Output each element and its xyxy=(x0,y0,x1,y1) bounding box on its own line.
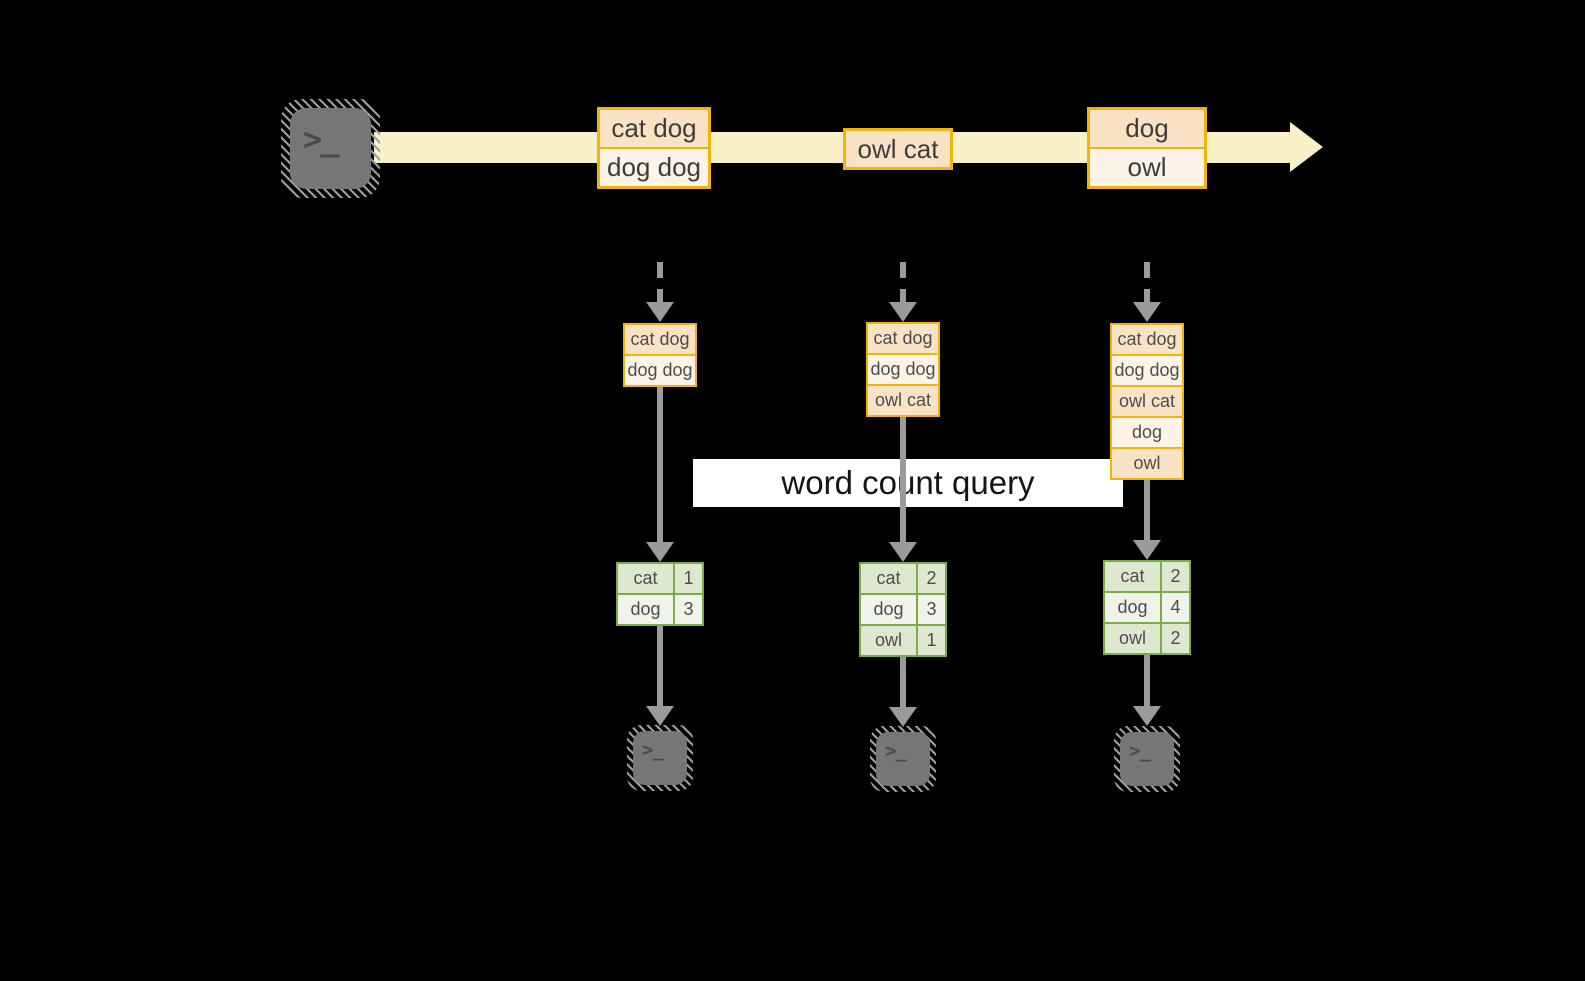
arrowhead-icon xyxy=(889,707,917,727)
table-row: dog 3 xyxy=(861,593,945,624)
state-to-counts-arrow xyxy=(900,417,906,542)
terminal-prompt-glyph: >_ xyxy=(303,120,340,158)
count-cell: 4 xyxy=(1162,593,1189,622)
state-row: dog dog xyxy=(1112,354,1182,385)
table-row: dog 3 xyxy=(618,593,702,624)
state-row: owl cat xyxy=(868,384,938,415)
word-cell: dog xyxy=(618,595,675,624)
arrowhead-icon xyxy=(646,706,674,726)
terminal-screen: >_ xyxy=(633,731,687,785)
count-cell: 1 xyxy=(675,564,702,593)
counts-to-sink-arrow xyxy=(900,657,906,707)
terminal-screen: >_ xyxy=(290,108,371,189)
word-cell: owl xyxy=(861,626,918,655)
batch-row: dog dog xyxy=(600,147,708,186)
word-count-table: cat 2 dog 4 owl 2 xyxy=(1103,560,1191,655)
counts-to-sink-arrow xyxy=(1144,655,1150,706)
stream-to-state-arrow xyxy=(657,262,663,302)
arrowhead-icon xyxy=(1133,706,1161,726)
table-row: dog 4 xyxy=(1105,591,1189,622)
state-row: owl cat xyxy=(1112,385,1182,416)
state-row: dog dog xyxy=(625,354,695,385)
table-row: cat 1 xyxy=(618,564,702,593)
source-terminal-icon: >_ xyxy=(281,99,380,198)
state-box: cat dog dog dog xyxy=(623,323,697,387)
batch-row: cat dog xyxy=(600,110,708,147)
word-cell: cat xyxy=(861,564,918,593)
state-row: dog xyxy=(1112,416,1182,447)
stream-arrowhead-icon xyxy=(1290,122,1323,172)
table-row: owl 2 xyxy=(1105,622,1189,653)
arrowhead-icon xyxy=(646,542,674,562)
count-cell: 3 xyxy=(675,595,702,624)
state-row: cat dog xyxy=(1112,325,1182,354)
terminal-prompt-glyph: >_ xyxy=(1129,740,1151,762)
state-box: cat dog dog dog owl cat xyxy=(866,322,940,417)
sink-terminal-icon: >_ xyxy=(627,725,693,791)
terminal-screen: >_ xyxy=(876,732,930,786)
terminal-prompt-glyph: >_ xyxy=(642,739,664,761)
count-cell: 2 xyxy=(1162,562,1189,591)
sink-terminal-icon: >_ xyxy=(870,726,936,792)
count-cell: 1 xyxy=(918,626,945,655)
word-cell: owl xyxy=(1105,624,1162,653)
sink-terminal-icon: >_ xyxy=(1114,726,1180,792)
arrowhead-icon xyxy=(889,302,917,322)
word-cell: dog xyxy=(861,595,918,624)
arrowhead-icon xyxy=(1133,302,1161,322)
state-to-counts-arrow xyxy=(657,387,663,542)
stream-batch-box: cat dog dog dog xyxy=(597,107,711,189)
arrowhead-icon xyxy=(1133,540,1161,560)
terminal-prompt-glyph: >_ xyxy=(885,740,907,762)
state-row: cat dog xyxy=(868,324,938,353)
word-count-table: cat 2 dog 3 owl 1 xyxy=(859,562,947,657)
table-row: owl 1 xyxy=(861,624,945,655)
stream-to-state-arrow xyxy=(900,262,906,302)
stream-batch-box: owl cat xyxy=(843,128,953,170)
batch-row: dog xyxy=(1090,110,1204,147)
state-row: cat dog xyxy=(625,325,695,354)
batch-row: owl cat xyxy=(846,131,950,167)
word-count-table: cat 1 dog 3 xyxy=(616,562,704,626)
batch-row: owl xyxy=(1090,147,1204,186)
table-row: cat 2 xyxy=(861,564,945,593)
word-cell: dog xyxy=(1105,593,1162,622)
query-label: word count query xyxy=(781,464,1035,501)
state-to-counts-arrow xyxy=(1144,480,1150,540)
table-row: cat 2 xyxy=(1105,562,1189,591)
arrowhead-icon xyxy=(889,542,917,562)
word-cell: cat xyxy=(618,564,675,593)
count-cell: 3 xyxy=(918,595,945,624)
count-cell: 2 xyxy=(1162,624,1189,653)
arrowhead-icon xyxy=(646,302,674,322)
state-box: cat dog dog dog owl cat dog owl xyxy=(1110,323,1184,480)
counts-to-sink-arrow xyxy=(657,626,663,706)
terminal-screen: >_ xyxy=(1120,732,1174,786)
stream-to-state-arrow xyxy=(1144,262,1150,302)
stream-batch-box: dog owl xyxy=(1087,107,1207,189)
query-label-banner: word count query xyxy=(693,459,1123,507)
state-row: owl xyxy=(1112,447,1182,478)
state-row: dog dog xyxy=(868,353,938,384)
count-cell: 2 xyxy=(918,564,945,593)
word-cell: cat xyxy=(1105,562,1162,591)
